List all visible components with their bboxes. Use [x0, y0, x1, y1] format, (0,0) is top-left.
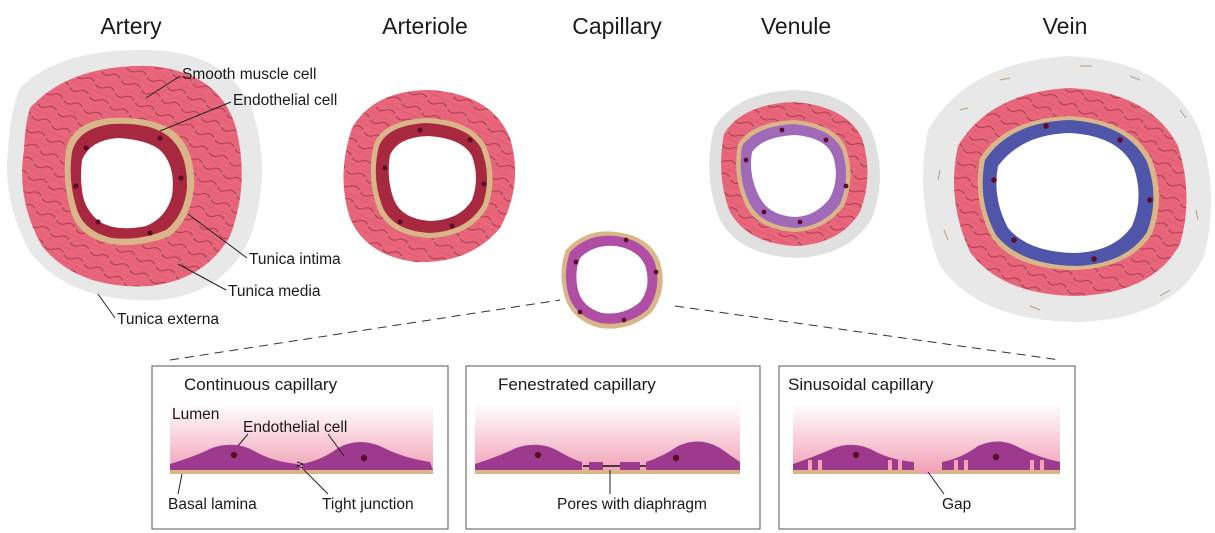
panel-sinusoidal-title: Sinusoidal capillary: [788, 375, 934, 394]
label-tunica-media: Tunica media: [228, 283, 321, 300]
capillary-cross-section: [561, 231, 662, 328]
label-pores-with-diaphragm: Pores with diaphragm: [557, 496, 707, 513]
fenestrated-nucleus-right: [673, 455, 679, 461]
continuous-nucleus-right: [361, 455, 367, 461]
label-smooth-muscle-cell: Smooth muscle cell: [182, 66, 316, 83]
continuous-nucleus-left: [231, 452, 237, 458]
label-tight-junction: Tight junction: [322, 496, 414, 513]
label-tunica-intima: Tunica intima: [249, 251, 341, 268]
fenestrated-nucleus-left: [535, 452, 541, 458]
zoom-line-right: [675, 306, 1060, 360]
venule-title: Venule: [761, 13, 831, 39]
label-panel-endothelial-cell: Endothelial cell: [243, 419, 347, 436]
sinusoidal-nucleus-right: [993, 454, 999, 460]
panel-sinusoidal: Sinusoidal capillary Gap: [779, 366, 1075, 529]
vein-lumen: [996, 133, 1138, 253]
capillary-title: Capillary: [572, 13, 662, 39]
label-endothelial-cell: Endothelial cell: [233, 92, 337, 109]
artery-cross-section: [7, 50, 262, 300]
arteriole-title: Arteriole: [382, 13, 468, 39]
panel-fenestrated-title: Fenestrated capillary: [498, 375, 656, 394]
zoom-line-left: [170, 300, 560, 360]
fenestrated-cell-segment-b: [620, 462, 640, 470]
arteriole-cross-section: [343, 90, 515, 262]
fenestrated-basal-lamina: [475, 470, 740, 474]
vein-cross-section: [923, 56, 1211, 322]
sinusoidal-nucleus-left: [853, 452, 859, 458]
label-gap: Gap: [942, 496, 971, 513]
label-lumen: Lumen: [172, 406, 219, 423]
panel-fenestrated: Fenestrated capillary Pores with diaphra…: [466, 366, 760, 529]
capillary-lumen: [576, 246, 647, 314]
artery-lumen: [81, 138, 173, 228]
artery-title: Artery: [100, 13, 162, 39]
arteriole-lumen: [389, 136, 476, 221]
panel-continuous: Continuous capillary Lumen Endothelial c…: [152, 366, 448, 529]
label-basal-lamina: Basal lamina: [168, 496, 257, 513]
label-tunica-externa: Tunica externa: [117, 311, 219, 328]
continuous-basal-lamina: [170, 470, 433, 474]
vein-title: Vein: [1043, 13, 1088, 39]
fenestrated-cell-segment-a: [589, 462, 603, 470]
panel-continuous-title: Continuous capillary: [184, 375, 338, 394]
venule-cross-section: [709, 90, 880, 258]
